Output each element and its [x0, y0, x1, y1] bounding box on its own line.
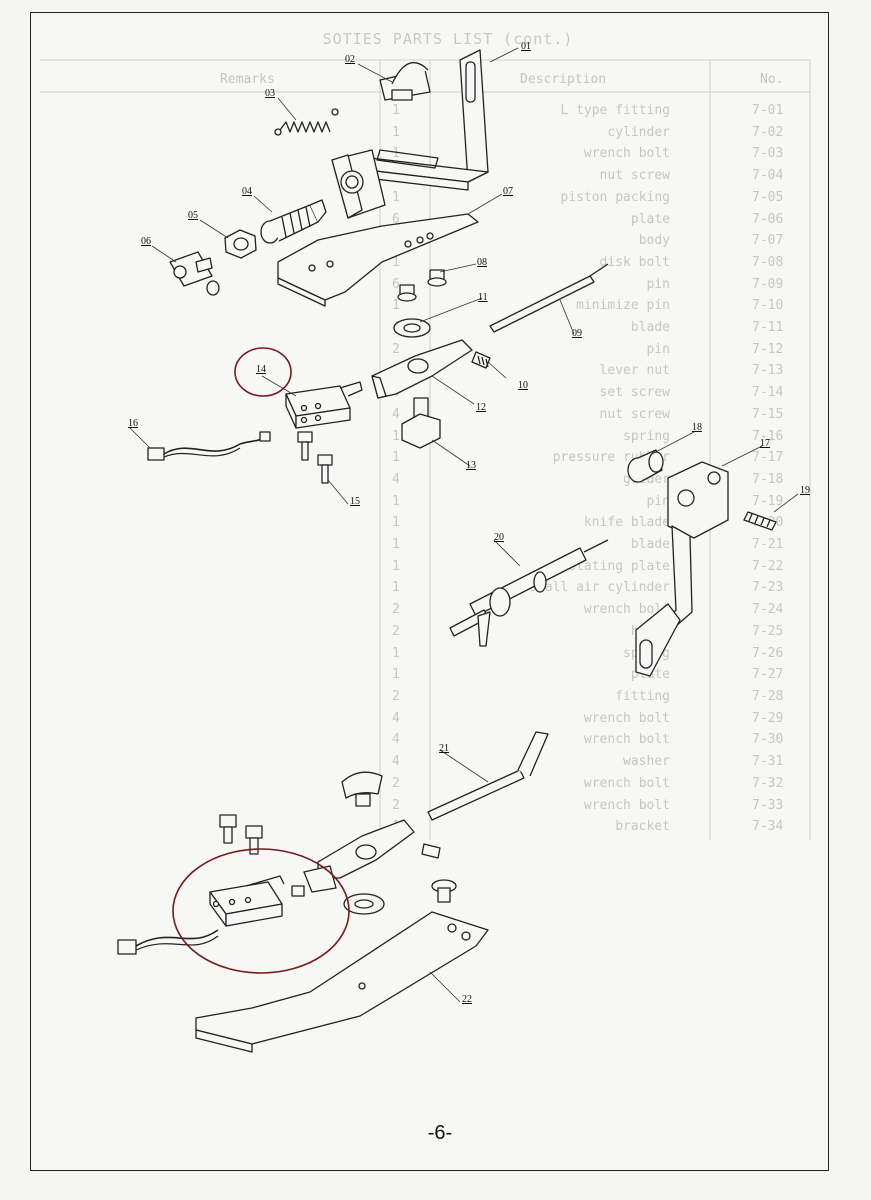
part-lower-lever — [303, 819, 415, 893]
part-02-cylinder-knob — [379, 61, 431, 101]
part-12-lever — [371, 339, 473, 399]
part-lower-set-screw — [421, 843, 441, 859]
part-17-hinge-bracket — [635, 461, 729, 677]
part-22-rotating-plate — [195, 911, 489, 1053]
callout-05: 05 — [188, 210, 198, 221]
callout-02: 02 — [345, 54, 355, 65]
callout-13: 13 — [466, 460, 476, 471]
callout-07: 07 — [503, 186, 513, 197]
part-lower-wing-knob — [341, 771, 383, 807]
part-07-plate — [277, 213, 479, 307]
part-10-set-screw — [471, 351, 491, 369]
faded-col-description: Description — [520, 72, 607, 87]
part-09-pin — [489, 263, 609, 333]
part-cylinder-block — [331, 149, 386, 219]
part-lower-disk-bolt — [431, 879, 457, 903]
page-number: -6- — [427, 1122, 453, 1144]
callout-22: 22 — [462, 994, 472, 1005]
part-lower-screws — [219, 814, 263, 855]
faded-table-title: SOTIES PARTS LIST (cont.) — [322, 30, 574, 48]
callout-17: 17 — [760, 438, 770, 449]
callout-04: 04 — [242, 186, 252, 197]
faded-col-remarks: Remarks — [220, 72, 275, 87]
callout-12: 12 — [476, 402, 486, 413]
callout-15: 15 — [350, 496, 360, 507]
callout-20: 20 — [494, 532, 504, 543]
callout-11: 11 — [478, 292, 488, 303]
part-05-nut-screw — [224, 229, 257, 259]
highlight-circle-lower-switch — [172, 848, 350, 974]
callout-09: 09 — [572, 328, 582, 339]
part-lower-micro-switch — [209, 875, 305, 927]
part-16-wire-harness — [147, 431, 271, 461]
part-21-blade-rod — [427, 731, 549, 821]
part-lower-wire-harness — [117, 929, 219, 955]
callout-14: 14 — [256, 364, 266, 375]
part-01-l-type-fitting — [349, 49, 489, 191]
callout-01: 01 — [521, 41, 531, 52]
part-18-pressure-rubber — [627, 449, 664, 483]
callout-08: 08 — [477, 257, 487, 268]
callout-16: 16 — [128, 418, 138, 429]
part-11-washer — [393, 318, 431, 338]
part-20-knife-blade-assembly — [449, 539, 609, 647]
part-lower-washer — [343, 893, 385, 915]
part-03-spring — [274, 108, 339, 136]
part-08-disk-bolts — [397, 269, 447, 302]
callout-06: 06 — [141, 236, 151, 247]
highlight-circle-part-14 — [234, 347, 292, 397]
part-14-micro-switch — [285, 381, 363, 429]
faded-part-codes: 7-01 7-02 7-03 7-04 7-05 7-06 7-07 7-08 … — [752, 103, 784, 835]
part-13-lever-nut — [401, 397, 441, 449]
part-15-screws — [297, 431, 333, 484]
faded-descriptions: L type fitting cylinder wrench bolt nut … — [529, 103, 670, 835]
part-04-wrench-bolt — [260, 199, 327, 244]
callout-18: 18 — [692, 422, 702, 433]
part-19-set-screw — [743, 511, 777, 531]
callout-10: 10 — [518, 380, 528, 391]
part-06-piston-fitting — [169, 251, 220, 296]
callout-19: 19 — [800, 485, 810, 496]
faded-col-no: No. — [760, 72, 784, 87]
callout-21: 21 — [439, 743, 449, 754]
callout-03: 03 — [265, 88, 275, 99]
